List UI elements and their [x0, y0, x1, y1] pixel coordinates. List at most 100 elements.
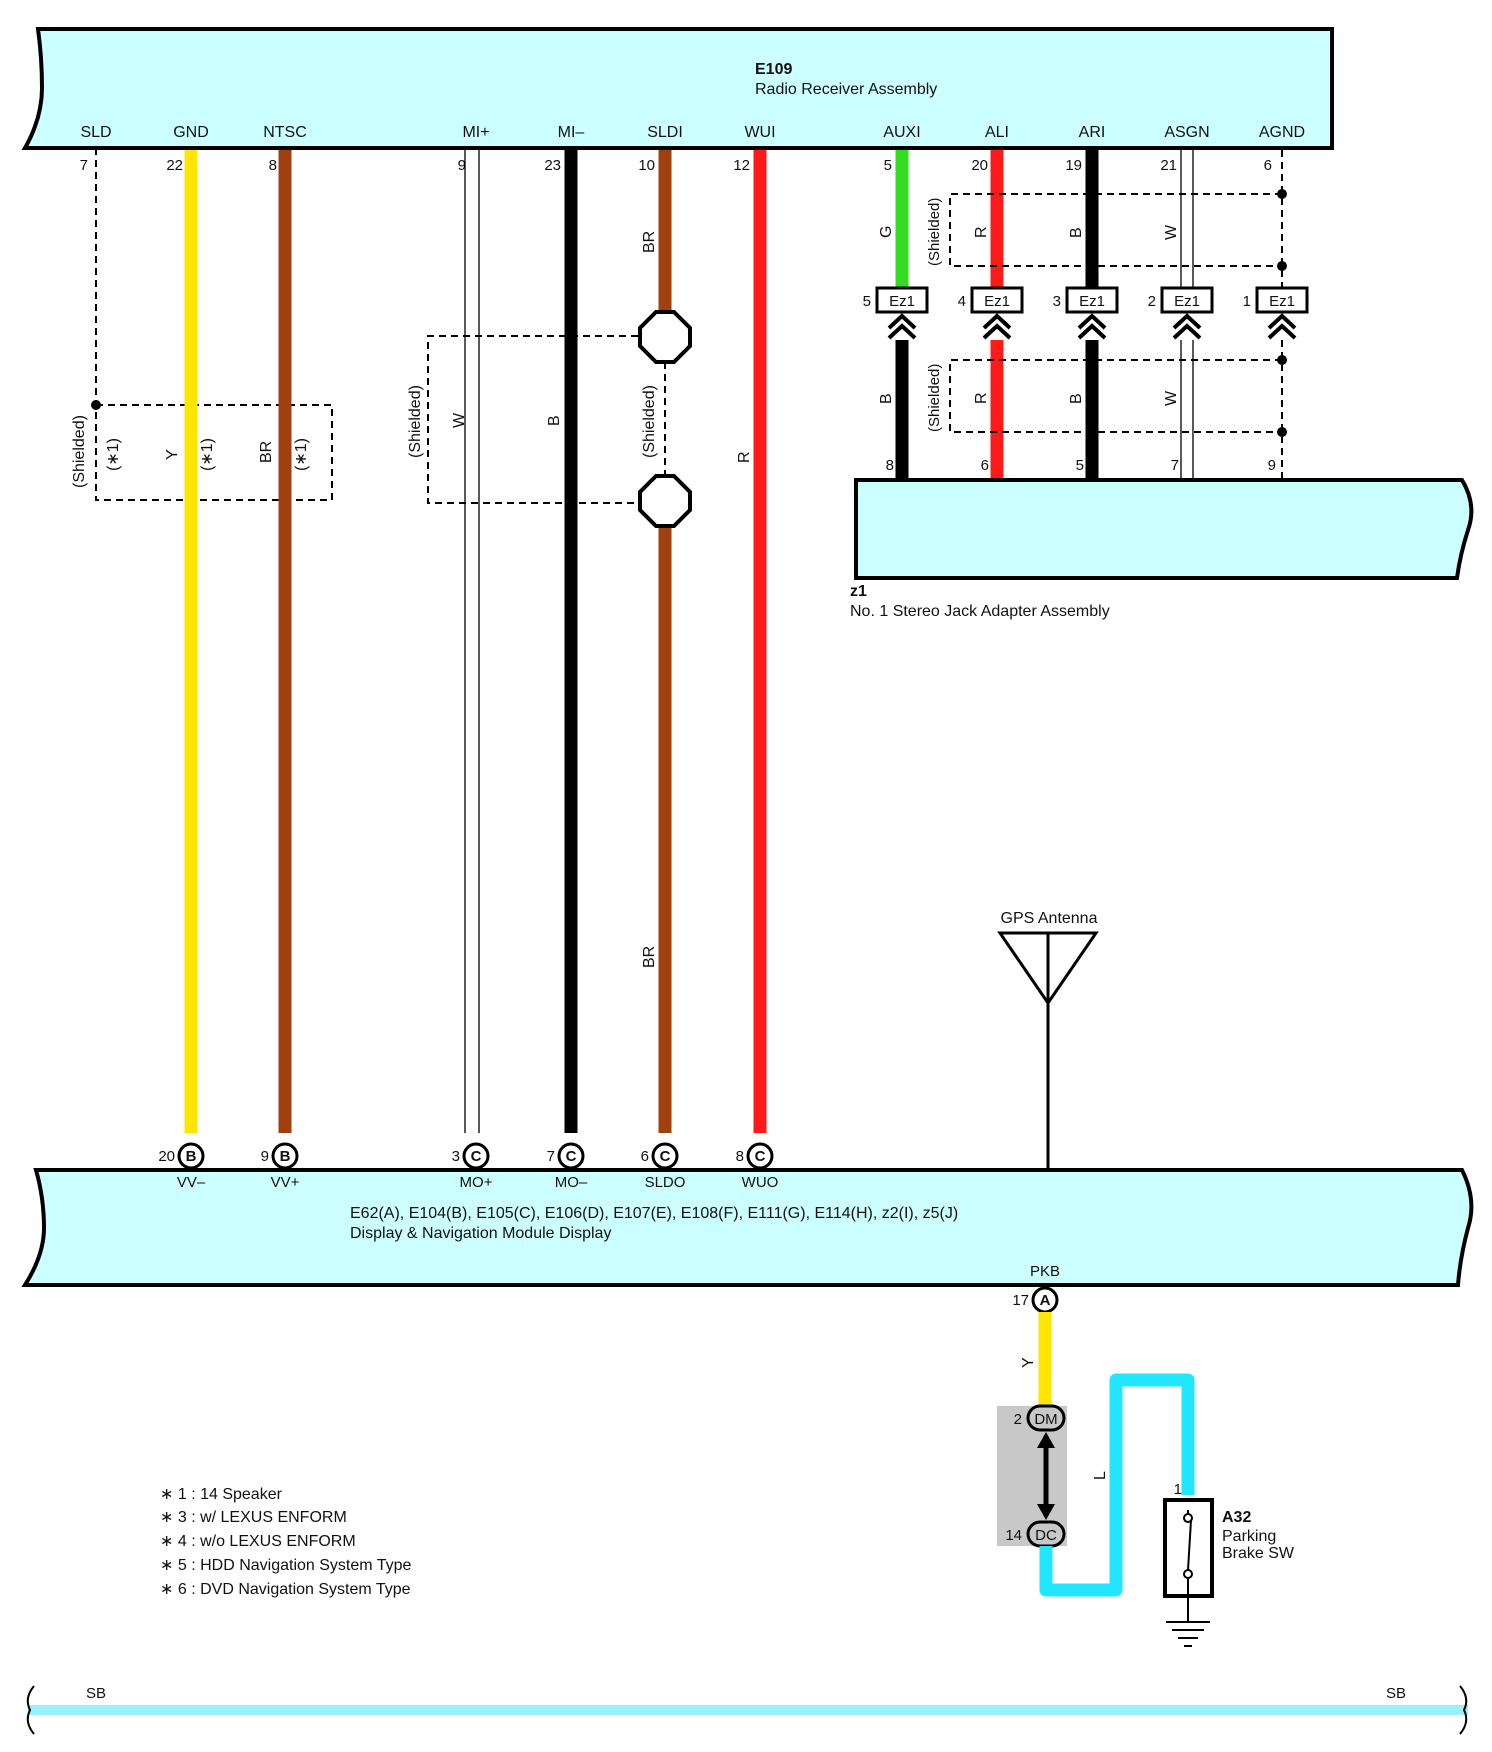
- pin-conn-pkb: A: [1040, 1292, 1051, 1309]
- pin-num-pkb: 17: [1012, 1292, 1029, 1309]
- wire-label-y: Y: [164, 449, 181, 460]
- wire-label-w-mic: W: [451, 412, 468, 428]
- pin-num-mo-plus: 3: [452, 1148, 460, 1165]
- pin-label-agnd: AGND: [1259, 124, 1305, 141]
- ez1-box-2: [970, 286, 1024, 314]
- radio-pin-numbers: 7 22 8 9 23 10 12 5 20 19 21 6: [80, 157, 1272, 174]
- chevron-1a: [887, 313, 917, 330]
- shield-dot-upper-b: [1277, 261, 1287, 271]
- ez1-box-3: [1065, 286, 1119, 314]
- pin-num-ari: 19: [1065, 157, 1082, 174]
- chevron-4a: [1172, 313, 1202, 330]
- display-name: Display & Navigation Module Display: [350, 1225, 611, 1242]
- chevron-1b: [887, 323, 917, 340]
- pin-label-sld: SLD: [80, 124, 111, 141]
- wire-label-r-ali-lower: R: [973, 392, 990, 404]
- junction-dc-num: 14: [1005, 1527, 1022, 1544]
- switch-name-line1: Parking: [1222, 1528, 1276, 1545]
- pin-num-mo-minus: 7: [547, 1148, 555, 1165]
- pin-conn-wuo: C: [755, 1148, 766, 1165]
- pin-num-ntsc: 8: [269, 157, 277, 174]
- wire-label-r-wui: R: [736, 451, 753, 463]
- pin-label-auxi: AUXI: [883, 124, 920, 141]
- pin-label-ali: ALI: [985, 124, 1009, 141]
- chevron-3b: [1077, 323, 1107, 340]
- ez1-num-5: 1: [1243, 293, 1251, 310]
- chevron-2a: [982, 313, 1012, 330]
- radio-code: E109: [755, 61, 792, 78]
- wire-label-b-auxi-lower: B: [878, 393, 895, 404]
- pin-label-wui: WUI: [744, 124, 775, 141]
- pin-label-gnd: GND: [173, 124, 209, 141]
- display-codes: E62(A), E104(B), E105(C), E106(D), E107(…: [350, 1205, 958, 1222]
- jack-pin-1: 8: [886, 457, 894, 474]
- shield-box-aux-lower: [949, 359, 1282, 433]
- sb-label-right: SB: [1386, 1685, 1406, 1702]
- pin-label-asgn: ASGN: [1164, 124, 1209, 141]
- pin-conn-sldo: C: [660, 1148, 671, 1165]
- splice-octagon-top: [638, 310, 692, 364]
- sb-label-left: SB: [86, 1685, 106, 1702]
- star1-label-gnd: (∗1): [199, 438, 216, 471]
- pin-num-vv-plus: 9: [261, 1148, 269, 1165]
- radio-name: Radio Receiver Assembly: [755, 81, 937, 98]
- ez1-box-4: [1160, 286, 1214, 314]
- gps-antenna-icon: [997, 931, 1099, 1170]
- gps-label: GPS Antenna: [1001, 910, 1098, 927]
- chevron-5b: [1267, 323, 1297, 340]
- ez1-label-3: Ez1: [1079, 293, 1105, 310]
- stereo-jack-code: z1: [850, 583, 867, 600]
- ez1-num-3: 3: [1053, 293, 1061, 310]
- ez1-connectors: Ez1 Ez1 Ez1 Ez1 Ez1 5 4 3 2 1: [863, 286, 1309, 314]
- wire-label-g: G: [878, 226, 895, 238]
- pin-conn-vv-minus: B: [186, 1148, 197, 1165]
- wire-label-b-ari-upper: B: [1068, 227, 1085, 238]
- ez1-num-4: 2: [1148, 293, 1156, 310]
- junction-dm-label: DM: [1034, 1411, 1057, 1428]
- arrow-down: [1037, 1504, 1055, 1520]
- pin-label-mi-plus: MI+: [462, 124, 489, 141]
- ez1-label-4: Ez1: [1174, 293, 1200, 310]
- shield-label-sldi: (Shielded): [641, 385, 658, 458]
- ez1-num-2: 4: [958, 293, 966, 310]
- wire-label-br-ntsc: BR: [258, 441, 275, 463]
- chevron-5a: [1267, 313, 1297, 330]
- shield-dot-upper-a: [1277, 189, 1287, 199]
- switch-icon: [1183, 1510, 1193, 1596]
- sb-bus-right-bracket: [1459, 1685, 1468, 1735]
- wire-label-w-asgn-upper: W: [1163, 224, 1180, 240]
- pin-label-wuo: WUO: [742, 1174, 779, 1191]
- stereo-jack-name: No. 1 Stereo Jack Adapter Assembly: [850, 603, 1110, 620]
- notes-list: ∗ 1 : 14 Speaker ∗ 3 : w/ LEXUS ENFORM ∗…: [160, 1486, 412, 1598]
- pin-label-ari: ARI: [1079, 124, 1106, 141]
- mic-wire-labels: W B BR BR R: [451, 231, 753, 968]
- wire-label-y-pkb: Y: [1020, 1357, 1037, 1368]
- stereo-jack-pin-numbers: 8 6 5 7 9: [886, 457, 1276, 474]
- ez1-label-1: Ez1: [889, 293, 915, 310]
- note-3: ∗ 3 : w/ LEXUS ENFORM: [160, 1509, 347, 1526]
- pin-num-wui: 12: [733, 157, 750, 174]
- pin-label-sldo: SLDO: [645, 1174, 686, 1191]
- wire-label-br-sldi-bottom: BR: [641, 946, 658, 968]
- jack-pin-4: 7: [1171, 457, 1179, 474]
- pin-num-wuo: 8: [736, 1148, 744, 1165]
- pin-num-agnd: 6: [1264, 157, 1272, 174]
- jack-pin-2: 6: [981, 457, 989, 474]
- display-pin-labels: VV– VV+ MO+ MO– SLDO WUO: [177, 1174, 779, 1191]
- chevron-3a: [1077, 313, 1107, 330]
- switch-code: A32: [1222, 1509, 1251, 1526]
- aux-lower-wire-labels: B R B W: [878, 390, 1180, 406]
- ez1-box-5: [1255, 286, 1309, 314]
- junction-link-arrows: [1037, 1432, 1055, 1520]
- sb-bus-left-bracket: [26, 1685, 35, 1735]
- pin-num-sld: 7: [80, 157, 88, 174]
- wire-label-r-ali-upper: R: [973, 226, 990, 238]
- wire-label-b-mic: B: [546, 415, 563, 426]
- ez1-label-2: Ez1: [984, 293, 1010, 310]
- jack-pin-5: 9: [1268, 457, 1276, 474]
- splice-octagon-bottom: [638, 474, 692, 528]
- shield-box-mic: [427, 335, 638, 504]
- pin-conn-mo-plus: C: [471, 1148, 482, 1165]
- arrow-up: [1037, 1432, 1055, 1448]
